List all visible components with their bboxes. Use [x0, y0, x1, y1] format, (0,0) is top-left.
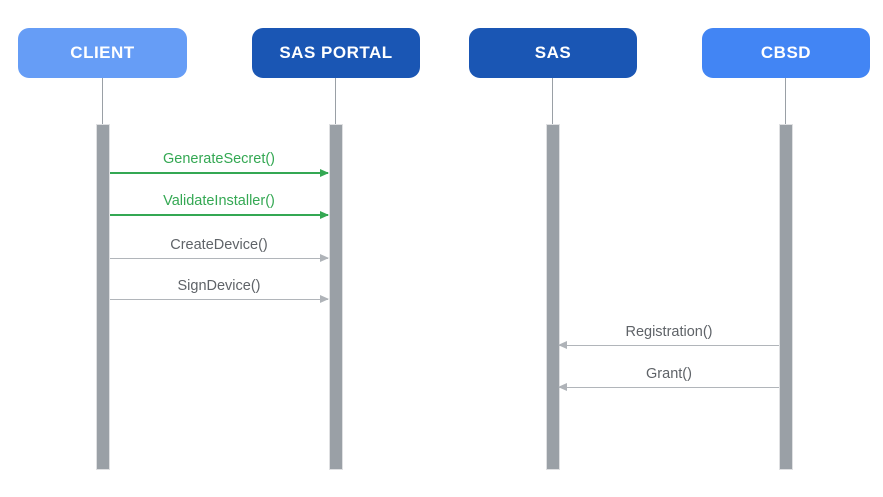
- actor-label-sas: SAS: [534, 43, 572, 62]
- message-label: ValidateInstaller(): [163, 193, 275, 209]
- message-registration: Registration(): [558, 323, 779, 349]
- lifeline-sas-portal: [335, 78, 336, 124]
- message-grant: Grant(): [558, 365, 779, 391]
- arrowhead-left-icon: [558, 341, 567, 349]
- message-label: Grant(): [646, 366, 692, 382]
- message-label: Registration(): [625, 324, 713, 340]
- message-arrow-line: [110, 210, 329, 219]
- actor-label-sas-portal: SAS PORTAL: [279, 43, 393, 62]
- activation-bar-client: [96, 124, 110, 470]
- activation-bar-cbsd: [779, 124, 793, 470]
- activation-bar-sas: [546, 124, 560, 470]
- message-arrow-line: [110, 254, 329, 262]
- arrowhead-right-icon: [320, 295, 329, 303]
- arrowhead-right-icon: [320, 210, 329, 219]
- activation-bar-sas-portal: [329, 124, 343, 470]
- message-arrow-line: [558, 341, 779, 349]
- actor-box-sas-portal: SAS PORTAL: [252, 28, 420, 78]
- message-arrow-line: [110, 168, 329, 177]
- lifeline-client: [102, 78, 103, 124]
- actor-box-sas: SAS: [469, 28, 637, 78]
- actor-label-client: CLIENT: [70, 43, 135, 62]
- actor-box-client: CLIENT: [18, 28, 187, 78]
- arrowhead-left-icon: [558, 383, 567, 391]
- message-label: GenerateSecret(): [162, 151, 276, 167]
- message-generate-secret: GenerateSecret(): [110, 150, 329, 177]
- message-arrow-line: [110, 295, 329, 303]
- message-validate-installer: ValidateInstaller(): [110, 192, 329, 219]
- actor-box-cbsd: CBSD: [702, 28, 870, 78]
- lifeline-sas: [552, 78, 553, 124]
- message-label: SignDevice(): [177, 278, 261, 294]
- message-label: CreateDevice(): [170, 237, 268, 253]
- arrowhead-right-icon: [320, 254, 329, 262]
- actor-label-cbsd: CBSD: [760, 43, 812, 62]
- message-arrow-line: [558, 383, 779, 391]
- message-sign-device: SignDevice(): [110, 277, 329, 303]
- message-create-device: CreateDevice(): [110, 236, 329, 262]
- lifeline-cbsd: [785, 78, 786, 124]
- arrowhead-right-icon: [320, 168, 329, 177]
